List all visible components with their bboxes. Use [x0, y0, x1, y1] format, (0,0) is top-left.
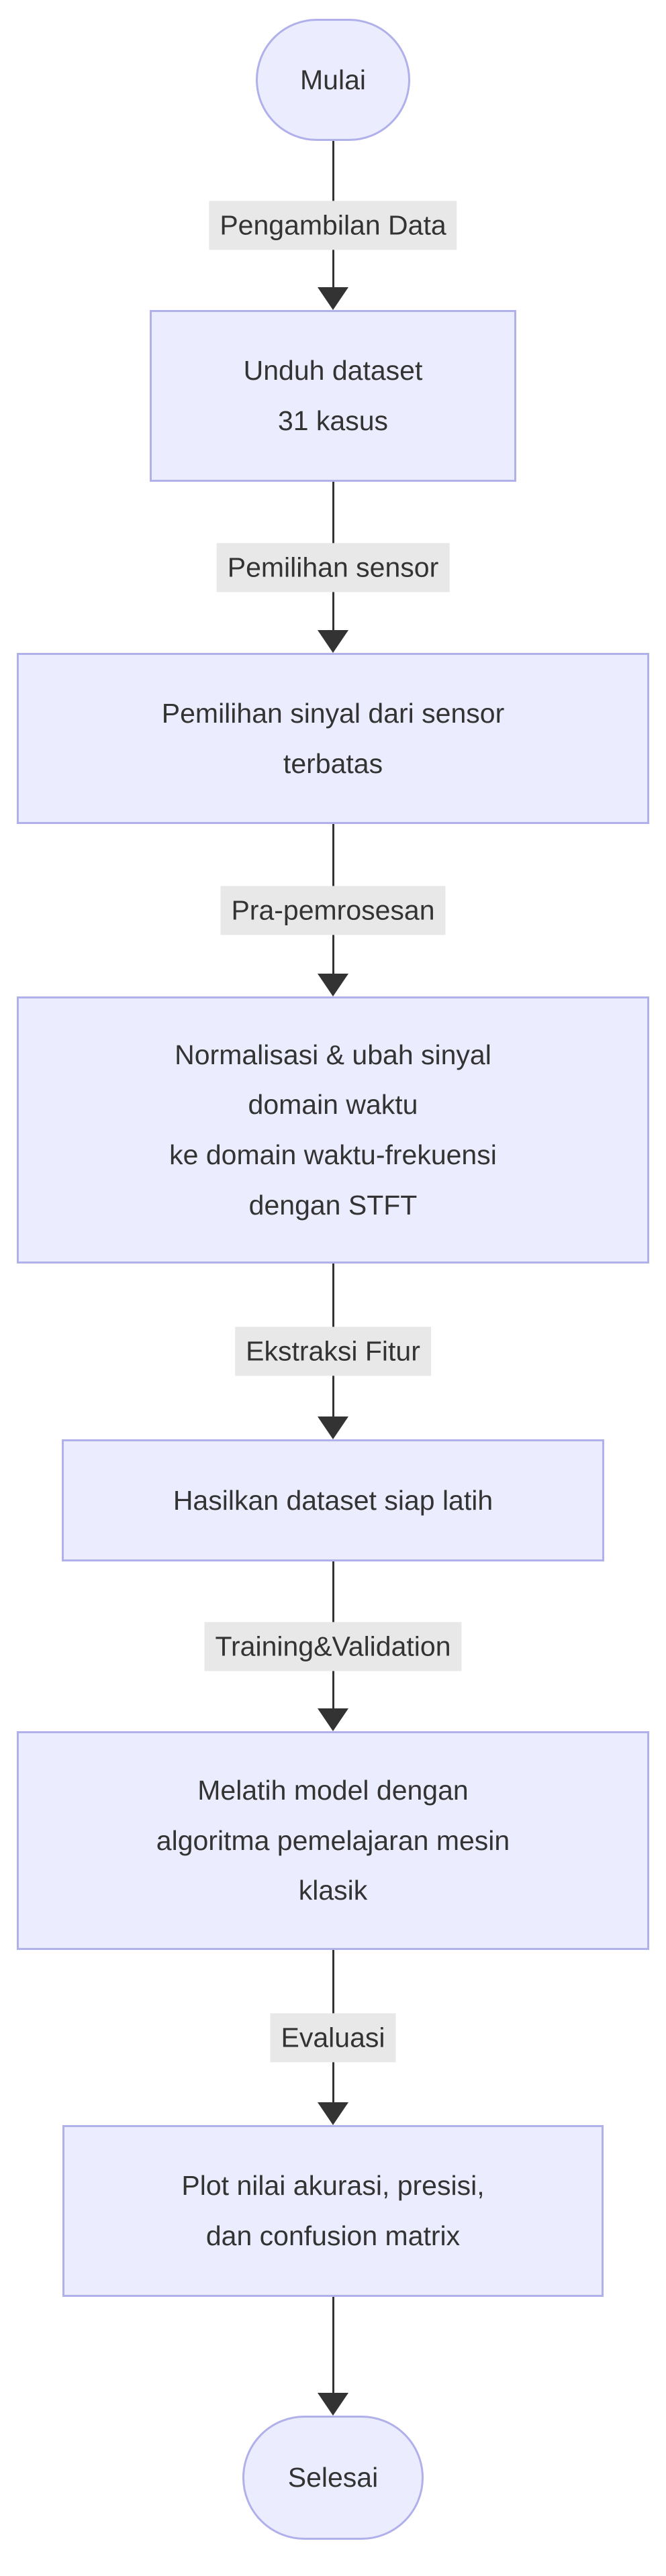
process-node: Normalisasi & ubah sinyal domain waktu k…	[17, 996, 649, 1264]
arrowhead-icon	[318, 630, 348, 653]
edge-label: Pengambilan Data	[209, 201, 457, 250]
edge-label: Ekstraksi Fitur	[235, 1327, 431, 1376]
arrowhead-icon	[318, 287, 348, 310]
end-node: Selesai	[242, 2416, 424, 2540]
flow-edge: Ekstraksi Fitur	[0, 1264, 666, 1439]
process-node: Pemilihan sinyal dari sensor terbatas	[17, 653, 649, 824]
edge-label: Evaluasi	[270, 2012, 396, 2063]
process-node: Plot nilai akurasi, presisi, dan confusi…	[62, 2125, 604, 2297]
process-node: Hasilkan dataset siap latih	[62, 1439, 604, 1561]
flow-edge: Pengambilan Data	[0, 141, 666, 310]
edge-label: Pemilihan sensor	[216, 542, 450, 593]
arrowhead-icon	[318, 974, 348, 996]
flow-edge: Pra-pemrosesan	[0, 824, 666, 996]
edge-label: Training&Validation	[204, 1621, 462, 1671]
flow-edge: Pemilihan sensor	[0, 482, 666, 653]
arrowhead-icon	[318, 1416, 348, 1439]
process-node: Melatih model dengan algoritma pemelajar…	[17, 1731, 649, 1950]
flow-edge: Training&Validation	[0, 1561, 666, 1731]
flow-edge: Evaluasi	[0, 1950, 666, 2125]
flow-edge	[0, 2297, 666, 2416]
start-node: Mulai	[256, 19, 410, 141]
flow-line	[332, 2297, 334, 2405]
edge-label: Pra-pemrosesan	[220, 885, 446, 935]
arrowhead-icon	[318, 1708, 348, 1731]
arrowhead-icon	[318, 2393, 348, 2416]
arrowhead-icon	[318, 2102, 348, 2125]
process-node: Unduh dataset 31 kasus	[150, 310, 516, 482]
